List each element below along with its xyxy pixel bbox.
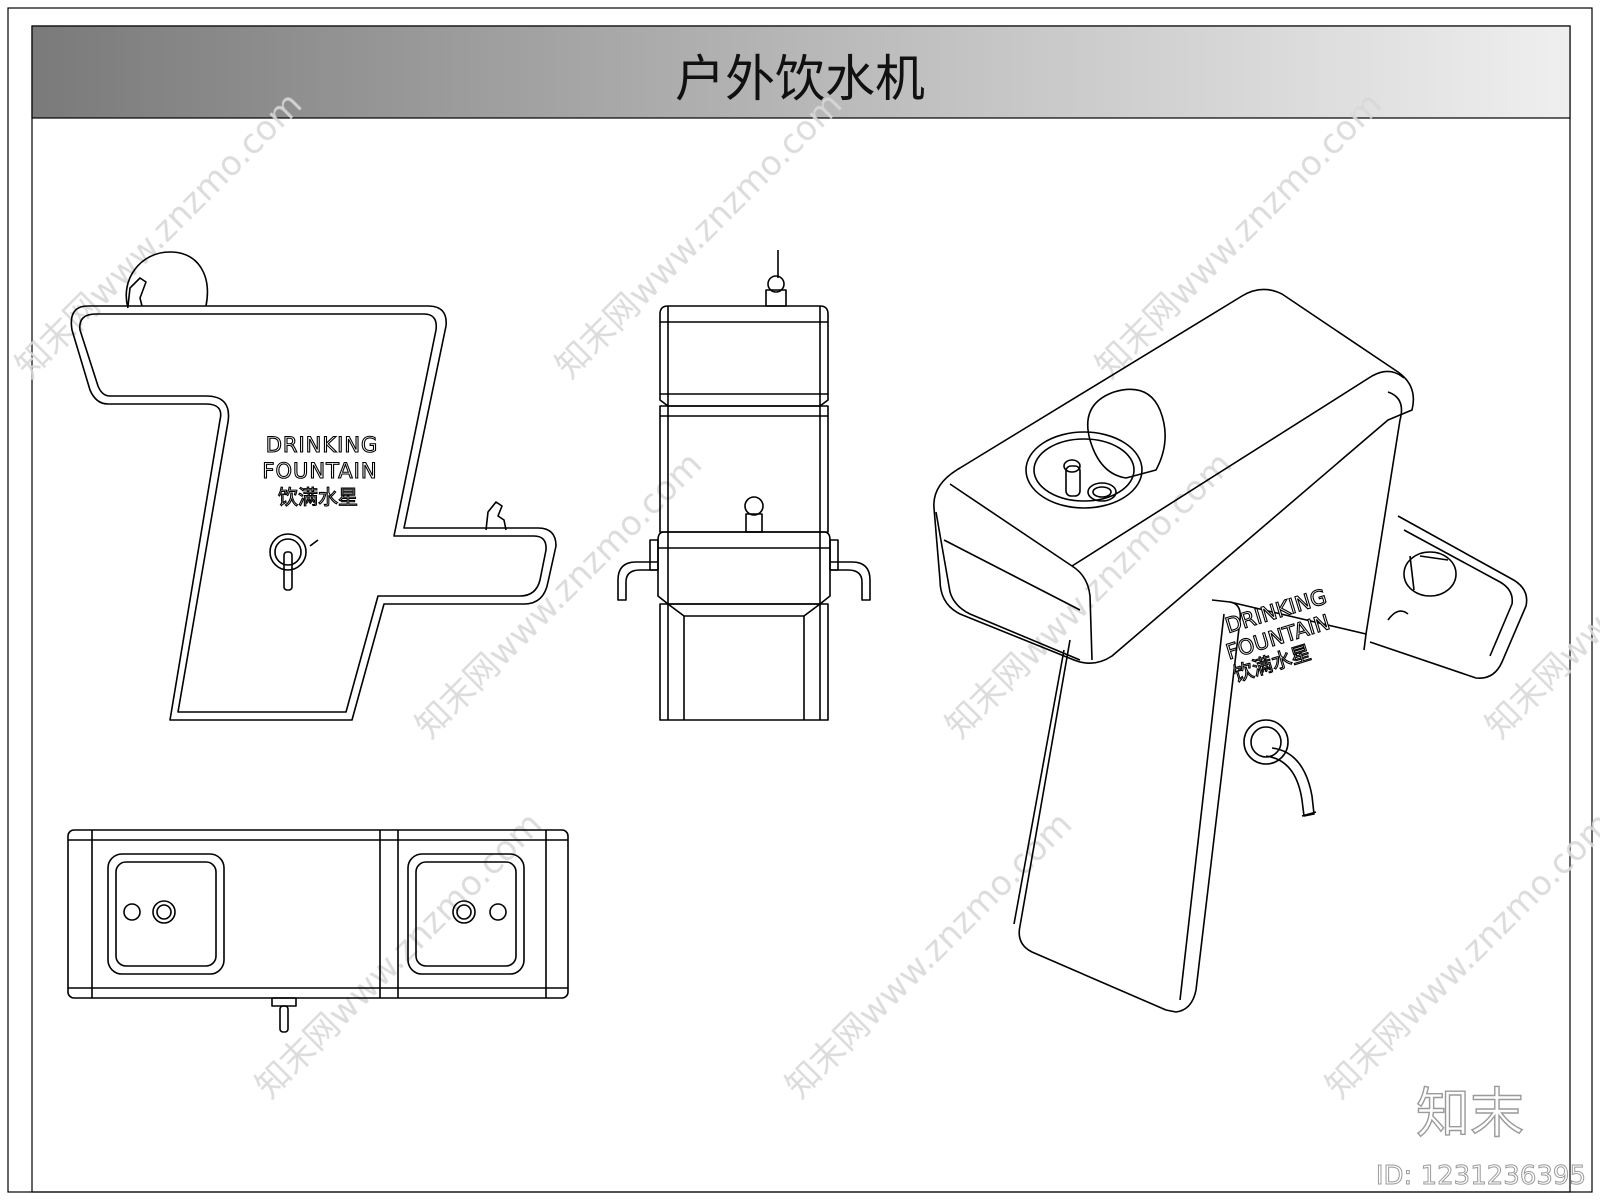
bubbler-head-icon — [152, 900, 176, 924]
watermark-text: 知末网www.znzmo.com — [548, 84, 850, 386]
watermark-text: 知末网www.znzmo.com — [248, 804, 550, 1106]
bubbler-knob — [767, 275, 785, 293]
front-body-outline — [70, 305, 557, 721]
bubbler-head-icon — [452, 900, 476, 924]
iso-back-wing — [1369, 515, 1528, 679]
side-faucet-right — [830, 561, 871, 601]
basin-right — [407, 853, 525, 975]
inner-frame — [31, 25, 1571, 1193]
iso-column-side — [1018, 639, 1167, 1011]
watermark-text: 知末网www.znzmo.com — [1318, 804, 1600, 1106]
top-view — [67, 829, 569, 1033]
watermark-text: 知末网www.znzmo.com — [778, 804, 1080, 1106]
title-bar — [31, 25, 1571, 119]
iso-basin — [1025, 431, 1143, 509]
watermark-text: 知末网www.znzmo.com — [1478, 444, 1600, 746]
iso-bubbler-dome — [1086, 388, 1166, 479]
front-body-inner — [79, 313, 547, 713]
page-title: 户外饮水机 — [675, 50, 925, 108]
bubbler-dome — [125, 251, 209, 309]
push-button-inner — [274, 538, 302, 566]
side-view — [617, 250, 871, 721]
watermark-layer: 知末网www.znzmo.com 知末网www.znzmo.com 知末网www… — [8, 84, 1600, 1106]
side-faucet-left — [617, 561, 658, 601]
watermark-text: 知末网www.znzmo.com — [1088, 84, 1390, 386]
drain-icon — [489, 903, 507, 921]
top-spout — [271, 997, 297, 1007]
side-upper-box — [659, 305, 829, 407]
push-button-icon — [269, 533, 307, 571]
bottle-filler-spout — [283, 551, 293, 591]
side-base — [659, 603, 829, 721]
spout-right — [485, 501, 507, 531]
watermark-logo: 知末 — [1416, 1082, 1524, 1145]
plaque-line-2: FOUNTAIN — [262, 459, 377, 483]
watermark-text: 知末网www.znzmo.com — [8, 84, 310, 386]
front-plaque: DRINKING FOUNTAIN 饮满水星 — [262, 432, 379, 509]
basin-left — [107, 853, 225, 975]
front-view — [70, 251, 557, 721]
push-button-icon — [1243, 719, 1289, 765]
bubbler-knob — [744, 496, 764, 516]
iso-top-box — [933, 288, 1415, 664]
bottle-filler-spout — [1265, 747, 1315, 817]
spout-left — [127, 277, 147, 307]
drain-icon — [123, 903, 141, 921]
outer-frame — [7, 7, 1593, 1193]
iso-view — [933, 288, 1528, 1013]
plaque-line-1: DRINKING — [266, 433, 379, 457]
top-outline — [67, 829, 569, 999]
side-lower-box — [657, 531, 831, 605]
plaque-line-3: 饮满水星 — [278, 485, 358, 509]
watermark-id: ID: 1231236395 — [1376, 1161, 1586, 1191]
